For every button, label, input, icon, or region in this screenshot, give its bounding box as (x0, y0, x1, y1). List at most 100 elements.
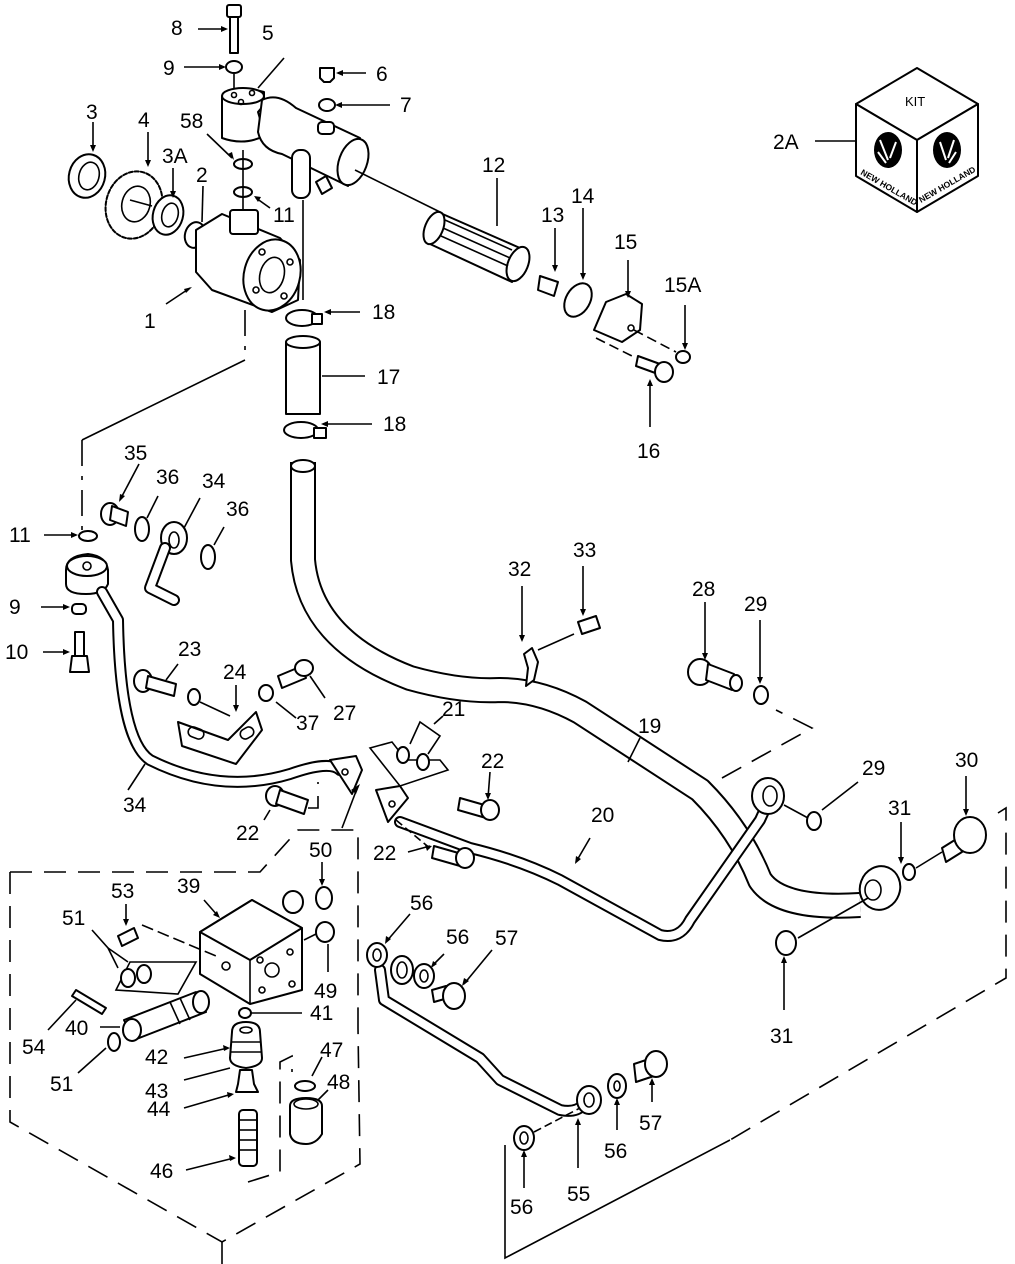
seat-41: 41 (238, 1002, 333, 1025)
pipe-55: 55 (374, 964, 596, 1206)
washer-36-right: 36 (200, 498, 249, 570)
callout-29-upper: 29 (744, 593, 767, 616)
callout-23: 23 (178, 638, 201, 661)
callout-39: 39 (177, 875, 200, 898)
callout-47: 47 (320, 1039, 343, 1062)
washer-31-right: 31 (888, 797, 943, 881)
bolt-8: 8 (171, 4, 242, 54)
bolt-27: 27 (277, 659, 356, 725)
kit-label: KIT (905, 94, 925, 109)
cap-50: 50 (309, 839, 333, 910)
callout-9-left: 9 (9, 596, 21, 619)
hydraulic-pump-1: 1 (144, 209, 302, 333)
callout-37: 37 (296, 712, 319, 735)
washer-37-left (187, 688, 231, 717)
callout-1: 1 (144, 310, 156, 333)
o-ring-51-lower: 51 (50, 1032, 121, 1096)
callout-15: 15 (614, 231, 637, 254)
o-ring-11-top: 11 (233, 150, 295, 227)
banjo-fitting-hose-end (858, 865, 902, 911)
washer-29-upper: 29 (744, 593, 769, 705)
callout-2: 2 (196, 164, 208, 187)
pipe-block-34 (65, 553, 109, 595)
hose-clamp-18-bottom: 18 (283, 413, 406, 439)
spring-53: 53 (111, 880, 217, 957)
callout-21: 21 (442, 698, 465, 721)
callout-16: 16 (637, 440, 660, 463)
banjo-eye-55-bottom (576, 1085, 602, 1115)
washer-36-left: 36 (134, 466, 179, 542)
bolt-10: 10 (5, 631, 90, 673)
washer-56-bottom-left: 56 (510, 1107, 581, 1219)
flange-pipe-20 (375, 785, 409, 823)
callout-32: 32 (508, 558, 531, 581)
washer-56-top-right: 56 (413, 926, 469, 989)
callout-8: 8 (171, 17, 183, 40)
bearing-3A: 3A (151, 145, 188, 236)
callout-34-upper: 34 (202, 470, 226, 493)
filter-cover-15: 15 (593, 231, 643, 343)
callout-22-left: 22 (236, 822, 259, 845)
callout-41: 41 (310, 1002, 333, 1025)
washer-9-left: 9 (9, 596, 87, 619)
callout-4: 4 (138, 109, 150, 132)
callout-35: 35 (124, 442, 147, 465)
banjo-eye-pipe-20 (751, 777, 809, 819)
callout-42: 42 (145, 1046, 168, 1069)
callout-56-bottom-right: 56 (604, 1140, 627, 1163)
clip-32: 32 (508, 558, 575, 687)
plug-48: 48 (289, 1071, 350, 1145)
callout-11-top: 11 (273, 204, 295, 227)
callout-15A: 15A (664, 274, 701, 297)
spring-46: 46 (150, 1109, 258, 1183)
callout-18-top: 18 (372, 301, 395, 324)
washer-56-top-left: 56 (366, 892, 433, 968)
washer-9-top: 9 (163, 57, 243, 88)
callout-19: 19 (638, 715, 661, 738)
callout-2A: 2A (773, 131, 799, 154)
valve-body-39: 39 (177, 875, 303, 1005)
callout-57-bottom: 57 (639, 1112, 662, 1135)
union-35: 35 (100, 442, 147, 527)
callout-20: 20 (591, 804, 614, 827)
new-holland-leaf-logo-right (933, 132, 961, 168)
spring-13: 13 (537, 204, 564, 297)
pressure-pipe-20: 20 (394, 792, 776, 942)
callout-7: 7 (400, 94, 412, 117)
banjo-bolt-57-bottom: 57 (633, 1050, 668, 1135)
callout-55: 55 (567, 1183, 590, 1206)
washer-56-bottom-right: 56 (604, 1073, 627, 1163)
callout-56-bottom-left: 56 (510, 1196, 533, 1219)
callout-34-lower: 34 (123, 794, 147, 817)
callout-3A: 3A (162, 145, 188, 168)
hose-clamp-18-top: 18 (285, 301, 395, 327)
banjo-34-upper: 34 (144, 470, 226, 606)
pipe-34: 34 (96, 586, 346, 817)
bearing-3: 3 (67, 101, 107, 199)
callout-24: 24 (223, 661, 247, 684)
filter-head-5: 5 (221, 22, 370, 199)
plug-49: 49 (303, 921, 337, 1003)
callout-10: 10 (5, 641, 28, 664)
callout-22-right: 22 (481, 750, 504, 773)
callout-5: 5 (262, 22, 274, 45)
valve-poppet-42: 42 (145, 1021, 263, 1069)
callout-28: 28 (692, 578, 715, 601)
callout-31-right: 31 (888, 797, 911, 820)
callout-43: 43 (145, 1080, 168, 1103)
washer-37: 37 (258, 684, 319, 735)
callout-3: 3 (86, 101, 98, 124)
suction-hose-19: 19 (290, 459, 861, 919)
o-ring-14: 14 (563, 185, 595, 318)
callout-29-lower: 29 (862, 757, 885, 780)
o-ring-11-left: 11 (9, 524, 98, 547)
banjo-bolt-23: 23 (133, 638, 201, 697)
callout-30: 30 (955, 749, 978, 772)
callout-51-lower: 51 (50, 1073, 73, 1096)
seal-43: 43 (145, 1067, 231, 1103)
bolt-22-right: 22 (457, 750, 504, 821)
callout-27: 27 (333, 702, 356, 725)
callout-36-left: 36 (156, 466, 179, 489)
washer-7: 7 (317, 94, 412, 135)
pin-54: 54 (22, 989, 107, 1059)
